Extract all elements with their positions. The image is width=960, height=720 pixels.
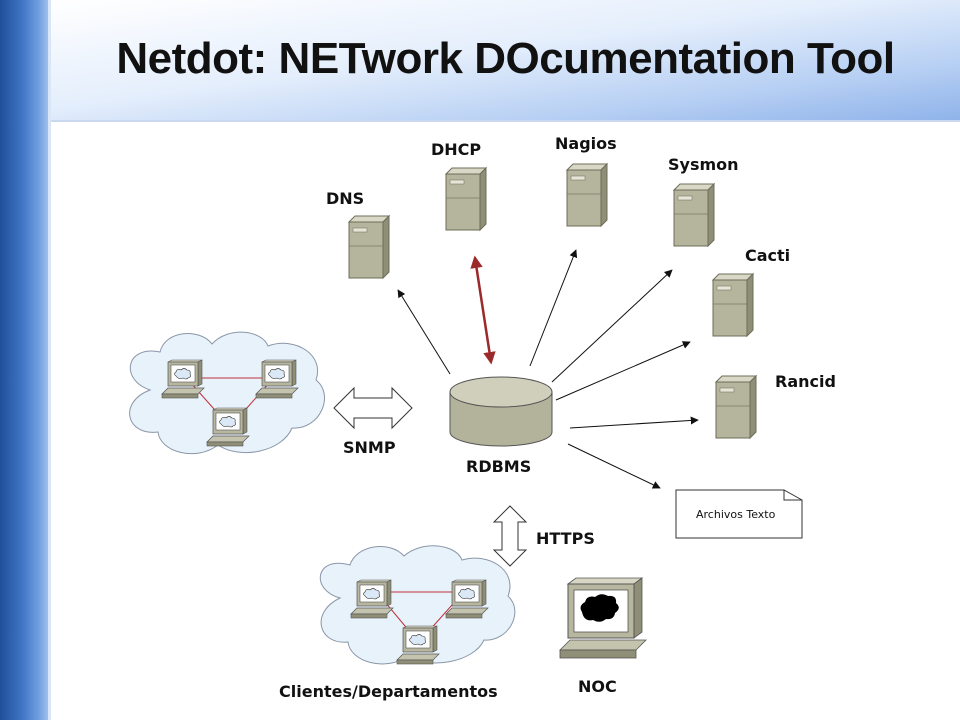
arrow-to-archivos [567,443,661,489]
nagios-server-icon [566,163,608,227]
dns-server-icon [348,215,390,279]
noc-workstation-icon [559,577,647,659]
arrow-to-rancid [569,416,699,429]
nagios-label: Nagios [555,134,617,153]
title-bar: Netdot: NETwork DOcumentation Tool [51,0,960,122]
archivos-texto-label: Archivos Texto [696,508,776,521]
dhcp-label: DHCP [431,140,481,159]
dns-label: DNS [326,189,364,208]
noc-label: NOC [578,677,617,696]
clientes-cloud-icon [319,545,516,665]
rdbms-label: RDBMS [466,457,531,476]
arrow-to-dns [397,289,451,375]
rdbms-database-icon [449,376,553,447]
cacti-label: Cacti [745,246,790,265]
left-accent-bar [0,0,48,720]
dhcp-bidirectional-arrow [470,255,496,365]
snmp-double-arrow [333,386,413,430]
sysmon-label: Sysmon [668,155,739,174]
https-double-arrow [492,505,528,567]
arrow-to-cacti [555,341,691,401]
slide-title: Netdot: NETwork DOcumentation Tool [116,34,895,83]
snmp-label: SNMP [343,438,396,457]
dhcp-server-icon [445,167,487,231]
cacti-server-icon [712,273,754,337]
rancid-server-icon [715,375,757,439]
rancid-label: Rancid [775,372,836,391]
network-cloud-icon [129,331,325,455]
clientes-label: Clientes/Departamentos [279,682,498,701]
https-label: HTTPS [536,529,595,548]
sysmon-server-icon [673,183,715,247]
left-accent-edge [48,0,51,720]
arrow-to-nagios [529,249,578,367]
arrow-to-sysmon [551,269,673,383]
archivos-texto-document [675,489,803,539]
